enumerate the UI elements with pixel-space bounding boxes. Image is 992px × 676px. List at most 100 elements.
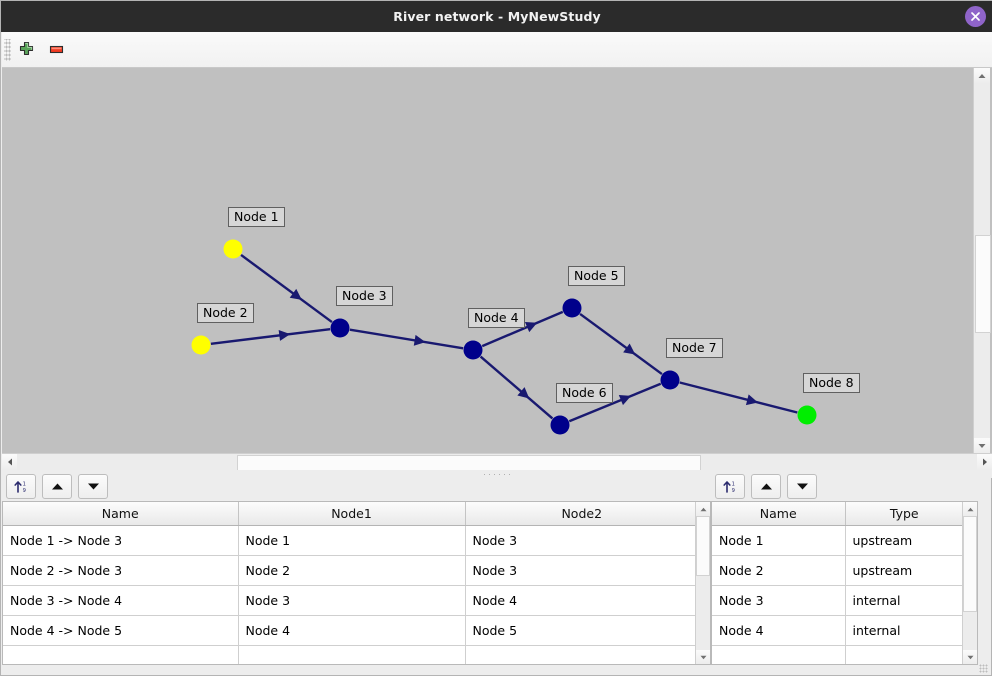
node-label-node-3[interactable]: Node 3 [336, 286, 393, 306]
network-edge[interactable] [481, 310, 564, 348]
branch-table-scroll-thumb[interactable] [696, 516, 710, 576]
scroll-up-arrow-icon[interactable] [963, 502, 977, 516]
node-label-node-1[interactable]: Node 1 [228, 207, 285, 227]
scroll-down-arrow-icon[interactable] [974, 438, 990, 453]
table-cell[interactable]: Node 4 [238, 615, 466, 646]
node-sort-button[interactable]: 1 9 [715, 473, 745, 499]
network-edge[interactable] [579, 312, 663, 376]
node-label-node-5[interactable]: Node 5 [568, 266, 625, 286]
node-label-node-4[interactable]: Node 4 [468, 308, 525, 328]
toolbar-drag-handle[interactable] [4, 38, 11, 61]
remove-node-button[interactable] [41, 36, 71, 64]
table-cell[interactable]: Node 4 [465, 585, 698, 616]
table-cell[interactable]: Node 3 [712, 585, 846, 616]
scroll-down-arrow-icon[interactable] [696, 650, 710, 664]
table-row[interactable] [712, 645, 963, 664]
canvas-vertical-scrollbar[interactable] [973, 68, 991, 453]
network-canvas[interactable]: Node 1 Node 2 Node 3 Node 4 Node 5 Node 6 Node… [2, 68, 992, 453]
network-node-node-7[interactable] [660, 370, 680, 390]
network-node-node-3[interactable] [330, 318, 350, 338]
branch-move-up-button[interactable] [42, 473, 72, 499]
table-cell[interactable]: upstream [845, 525, 963, 556]
table-cell[interactable] [845, 645, 963, 664]
network-edge[interactable] [349, 328, 464, 350]
scroll-left-arrow-icon[interactable] [2, 454, 17, 470]
column-header-name[interactable]: Name [712, 502, 846, 526]
branch-move-down-button[interactable] [78, 473, 108, 499]
table-cell[interactable]: Node 4 -> Node 5 [3, 615, 239, 646]
canvas-hscroll-thumb[interactable] [237, 455, 701, 471]
table-cell[interactable]: internal [845, 615, 963, 646]
panel-splitter[interactable] [2, 470, 992, 478]
network-node-node-5[interactable] [562, 298, 582, 318]
scroll-up-arrow-icon[interactable] [696, 502, 710, 516]
table-cell[interactable]: Node 3 [465, 555, 698, 586]
network-edge[interactable] [679, 381, 798, 414]
table-cell[interactable]: Node 3 -> Node 4 [3, 585, 239, 616]
network-node-node-4[interactable] [463, 340, 483, 360]
network-node-node-8[interactable] [797, 405, 817, 425]
arrow-down-icon [87, 483, 99, 489]
node-move-down-button[interactable] [787, 473, 817, 499]
table-cell[interactable]: upstream [845, 555, 963, 586]
table-cell[interactable]: internal [845, 585, 963, 616]
table-cell[interactable]: Node 3 [238, 585, 466, 616]
network-edge[interactable] [568, 382, 662, 423]
network-edge[interactable] [479, 355, 554, 420]
node-label-node-8[interactable]: Node 8 [803, 373, 860, 393]
canvas-vscroll-thumb[interactable] [975, 235, 991, 333]
network-edge[interactable] [210, 328, 331, 345]
table-cell[interactable]: Node 5 [465, 615, 698, 646]
table-cell[interactable]: Node 1 [712, 525, 846, 556]
table-cell[interactable]: Node 2 [712, 555, 846, 586]
scroll-right-arrow-icon[interactable] [977, 454, 992, 470]
table-cell[interactable]: Node 1 [238, 525, 466, 556]
scroll-down-arrow-icon[interactable] [963, 650, 977, 664]
table-row[interactable] [3, 645, 698, 664]
close-icon[interactable] [965, 6, 986, 27]
add-node-button[interactable] [11, 36, 41, 64]
column-header-name[interactable]: Name [3, 502, 239, 526]
table-cell[interactable]: Node 2 -> Node 3 [3, 555, 239, 586]
edge-arrow-icon [278, 329, 291, 341]
node-table-scroll-thumb[interactable] [963, 516, 977, 612]
table-cell[interactable] [712, 645, 846, 664]
scroll-up-arrow-icon[interactable] [974, 68, 990, 83]
network-node-node-1[interactable] [223, 239, 243, 259]
branch-table-scrollbar[interactable] [695, 502, 710, 664]
table-cell[interactable]: Node 1 -> Node 3 [3, 525, 239, 556]
branch-sort-button[interactable]: 1 9 [6, 473, 36, 499]
column-header-type[interactable]: Type [845, 502, 963, 526]
resize-grip[interactable] [979, 664, 988, 673]
network-node-node-2[interactable] [191, 335, 211, 355]
node-label-node-6[interactable]: Node 6 [556, 383, 613, 403]
table-cell[interactable] [238, 645, 466, 664]
network-node-node-6[interactable] [550, 415, 570, 435]
canvas-vscroll-track[interactable] [974, 83, 991, 438]
table-cell[interactable]: Node 2 [238, 555, 466, 586]
node-label-node-2[interactable]: Node 2 [197, 303, 254, 323]
table-cell[interactable] [465, 645, 698, 664]
table-cell[interactable]: Node 3 [465, 525, 698, 556]
node-move-up-button[interactable] [751, 473, 781, 499]
column-header-node2[interactable]: Node2 [465, 502, 698, 526]
table-cell[interactable]: Node 4 [712, 615, 846, 646]
node-table-scrollbar[interactable] [962, 502, 977, 664]
column-header-node1[interactable]: Node1 [238, 502, 466, 526]
table-cell[interactable] [3, 645, 239, 664]
canvas-horizontal-scrollbar[interactable] [2, 453, 992, 471]
network-edge[interactable] [240, 253, 333, 324]
node-label-node-7[interactable]: Node 7 [666, 338, 723, 358]
